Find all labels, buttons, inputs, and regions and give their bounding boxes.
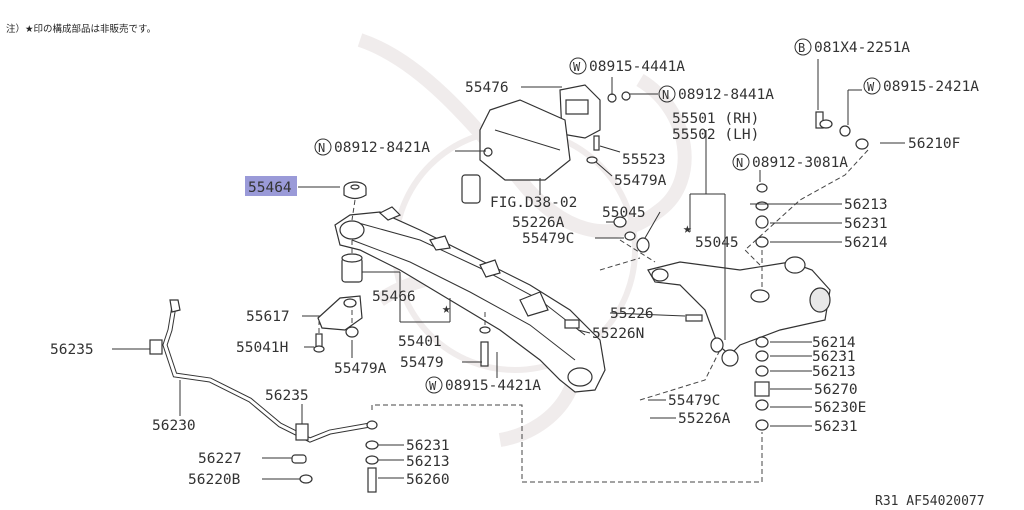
- label-56230: 56230: [152, 418, 196, 434]
- crossmember-55401: [334, 206, 606, 393]
- bushing-55045-b: [710, 337, 739, 367]
- stabilizer-link-56227: [291, 454, 307, 464]
- bolt-55226N: [564, 319, 580, 329]
- label-56220B: 56220B: [188, 472, 241, 488]
- bracket-55617: [317, 295, 363, 331]
- prefix-n: N: [318, 141, 325, 155]
- prefix-b: B: [798, 41, 805, 55]
- bolt-081X4-2251A: [815, 111, 833, 129]
- label-55476: 55476: [465, 80, 509, 96]
- label-56235-left: 56235: [50, 342, 94, 358]
- label-55466: 55466: [372, 289, 416, 305]
- bushing-55045-a: [619, 237, 656, 263]
- label-55401: 55401: [398, 334, 442, 350]
- label-55501-rh: 55501 (RH): [672, 111, 759, 127]
- footer-code: R31 AF54020077: [875, 494, 985, 509]
- label-55045-a: 55045: [602, 205, 646, 221]
- prefix-w: W: [573, 60, 581, 74]
- label-56213-b: 56213: [812, 364, 856, 380]
- label-55045-b: 55045: [695, 235, 739, 251]
- label-55226: 55226: [610, 306, 654, 322]
- label-56231-d: 56231: [406, 438, 450, 454]
- prefix-n: N: [736, 156, 743, 170]
- prefix-w: W: [429, 379, 437, 393]
- label-56230E: 56230E: [814, 400, 866, 416]
- label-55464: 55464: [248, 180, 292, 196]
- label-55479C-bottom: 55479C: [668, 393, 720, 409]
- washer-55479A-bottom: [345, 310, 359, 338]
- label-08915-2421A: 08915-2421A: [883, 79, 979, 95]
- note-text: 注）★印の構成部品は非販売です。: [6, 23, 156, 35]
- label-55041H: 55041H: [236, 340, 288, 356]
- highlight-55464: [245, 176, 297, 196]
- label-55479A-bottom: 55479A: [334, 361, 387, 377]
- label-55479A-top: 55479A: [614, 173, 667, 189]
- bushing-56220B: [299, 474, 313, 484]
- bolt-55523: [586, 135, 600, 164]
- label-56260: 56260: [406, 472, 450, 488]
- washer-55479C-top: [624, 231, 636, 241]
- washer-08915-2421A: [839, 125, 851, 137]
- label-08915-4441A: 08915-4441A: [589, 59, 685, 75]
- lower-arm-55501-55502: [647, 256, 831, 356]
- label-08912-8441A: 08912-8441A: [678, 87, 774, 103]
- label-56227: 56227: [198, 451, 242, 467]
- shock-stack-lower: [754, 336, 770, 431]
- mount-rubber-55466: [341, 240, 363, 283]
- stabilizer-bar-56230: [149, 299, 371, 443]
- bolt-55479: [479, 312, 491, 367]
- label-fig-d38-02: FIG.D38-02: [490, 195, 577, 211]
- label-56231-c: 56231: [814, 419, 858, 435]
- label-55479: 55479: [400, 355, 444, 371]
- label-08912-3081A: 08912-3081A: [752, 155, 848, 171]
- star-crossmember: ★: [442, 301, 451, 317]
- label-56231-b: 56231: [812, 349, 856, 365]
- differential-ref: [461, 99, 571, 204]
- prefix-n: N: [662, 88, 669, 102]
- link-stack-left: [365, 420, 379, 493]
- label-08912-8421A: 08912-8421A: [334, 140, 430, 156]
- diff-mount-55476: [559, 84, 631, 139]
- label-56214-b: 56214: [812, 335, 856, 351]
- label-56210F: 56210F: [908, 136, 960, 152]
- label-55226A-top: 55226A: [512, 215, 565, 231]
- dash-route-lower: [371, 404, 763, 483]
- label-56270: 56270: [814, 382, 858, 398]
- label-081X4-2251A: 081X4-2251A: [814, 40, 910, 56]
- label-55226A-bottom: 55226A: [678, 411, 731, 427]
- dash-route-mid: [599, 257, 641, 271]
- label-08915-4421A: 08915-4421A: [445, 378, 541, 394]
- prefix-w: W: [867, 80, 875, 94]
- label-56231-a: 56231: [844, 216, 888, 232]
- label-55523: 55523: [622, 152, 666, 168]
- bolt-55226: [685, 314, 703, 322]
- label-55226N: 55226N: [592, 326, 644, 342]
- bolt-55041H: [313, 320, 325, 353]
- label-56235-mid: 56235: [265, 388, 309, 404]
- dash-route-lowerarm: [639, 349, 721, 401]
- label-55617: 55617: [246, 309, 290, 325]
- label-55502-lh: 55502 (LH): [672, 127, 759, 143]
- label-56213-c: 56213: [406, 454, 450, 470]
- part-labels: 08915-4441A 08912-8441A 081X4-2251A 0891…: [50, 40, 979, 488]
- label-56213-a: 56213: [844, 197, 888, 213]
- label-56214-a: 56214: [844, 235, 888, 251]
- mount-insulator-55464: [343, 181, 367, 221]
- star-lowerarm: ★: [683, 221, 692, 237]
- leader-lines: [112, 59, 905, 480]
- label-55479C-top: 55479C: [522, 231, 574, 247]
- prefix-markers: W N B W N N W: [314, 38, 881, 394]
- washer-56210F: [855, 138, 869, 150]
